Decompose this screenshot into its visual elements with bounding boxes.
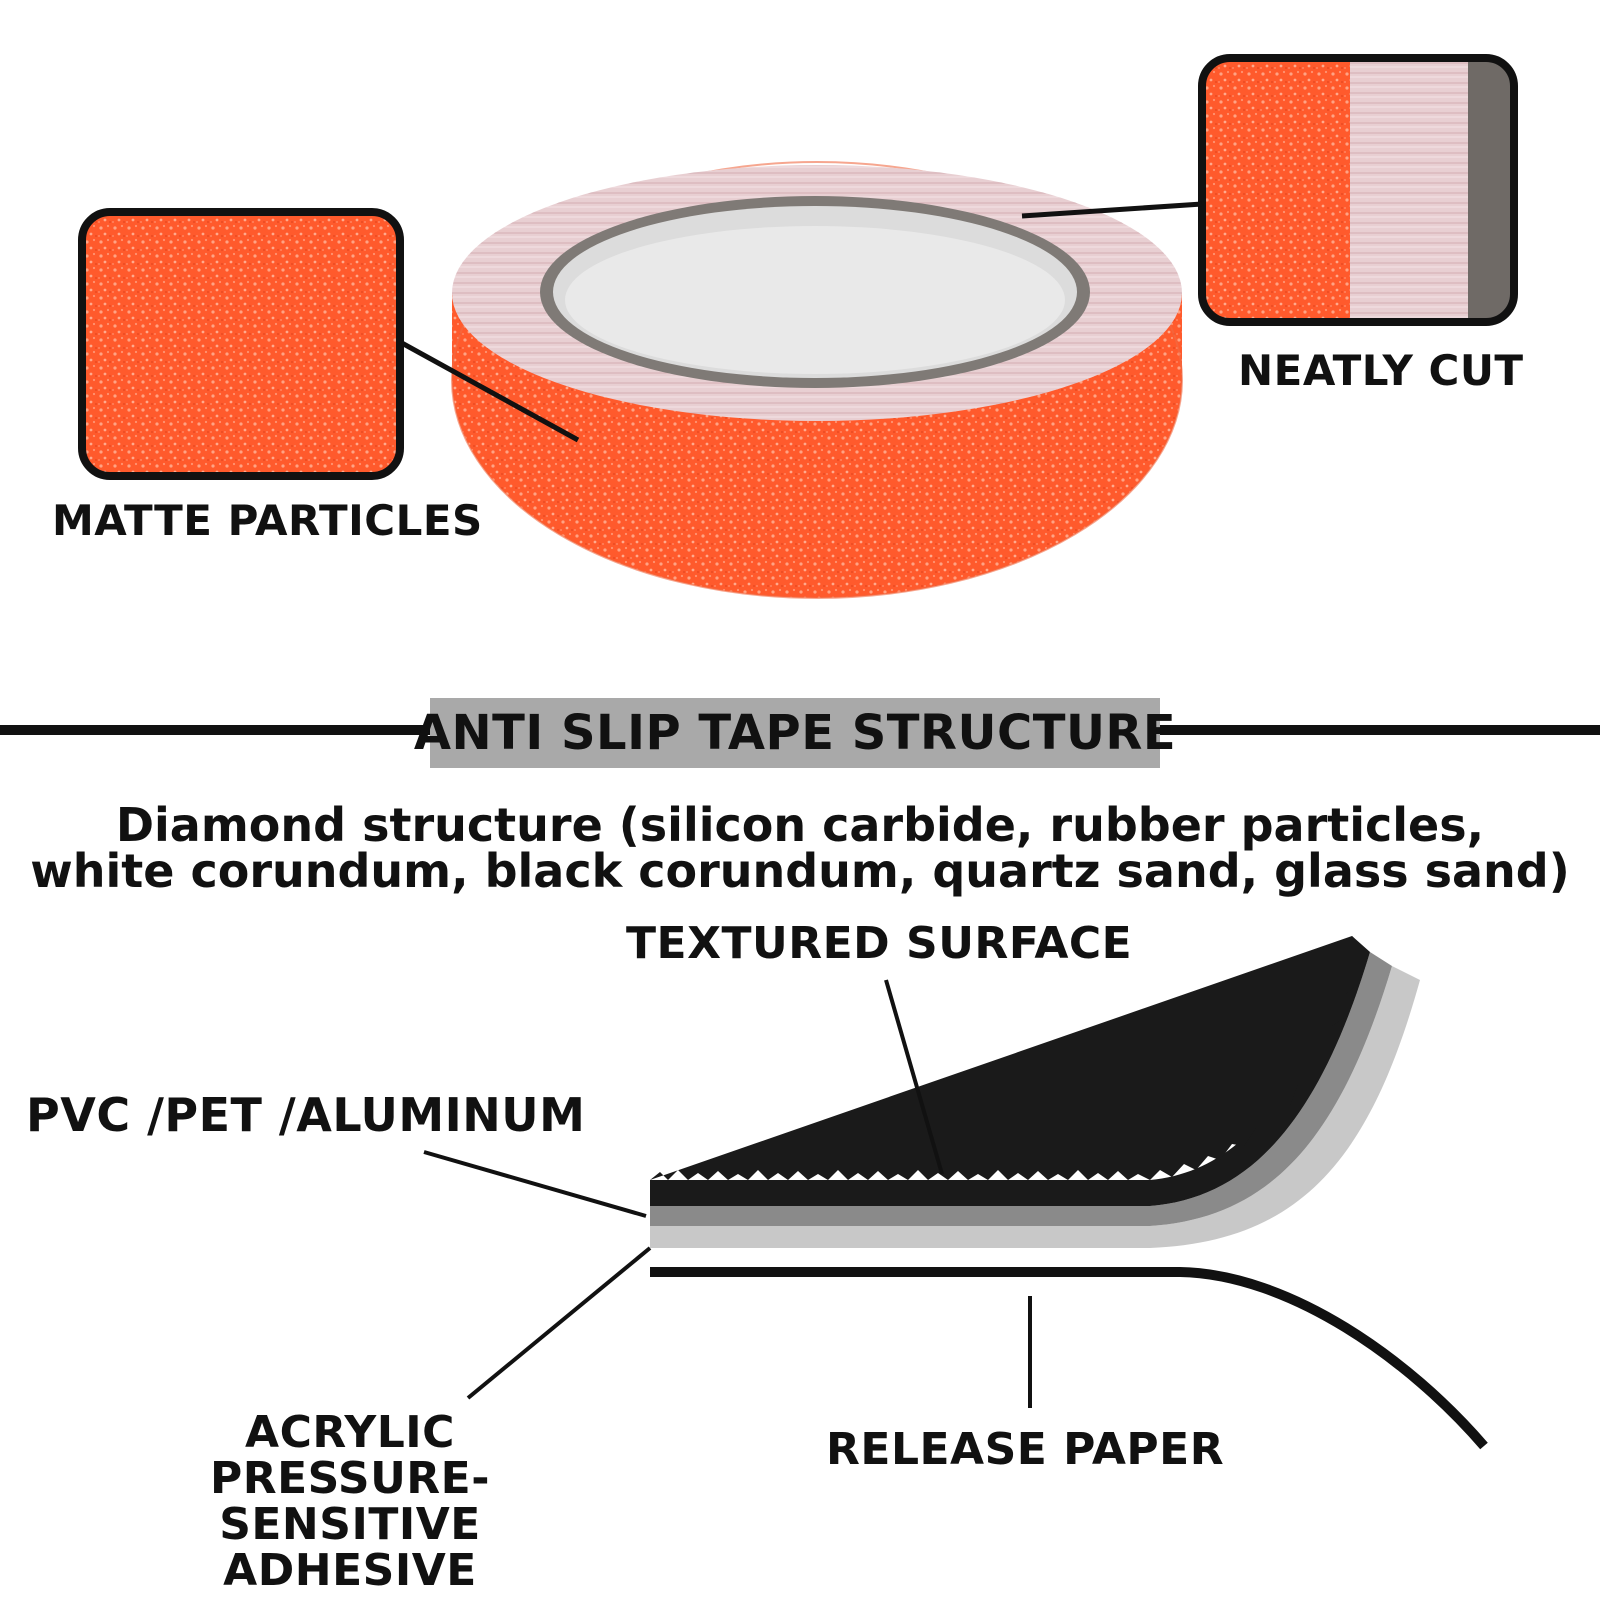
textured-surface-grit bbox=[650, 936, 1366, 1180]
neatly-cut-label: NEATLY CUT bbox=[1238, 346, 1524, 395]
adhesive-label: ACRYLIC PRESSURE-SENSITIVE ADHESIVE bbox=[80, 1410, 620, 1594]
release-paper-layer bbox=[650, 1267, 1488, 1450]
structure-description: Diamond structure (silicon carbide, rubb… bbox=[30, 802, 1570, 894]
textured-surface-label: TEXTURED SURFACE bbox=[626, 918, 1133, 969]
section-title: ANTI SLIP TAPE STRUCTURE bbox=[413, 705, 1177, 761]
adhesive-label-line1: ACRYLIC bbox=[245, 1407, 455, 1458]
textured-surface-leader bbox=[884, 979, 944, 1175]
tape-roll-bottom-edge bbox=[451, 161, 1183, 599]
matte-particles-label: MATTE PARTICLES bbox=[52, 496, 483, 545]
structure-description-line2: white corundum, black corundum, quartz s… bbox=[30, 844, 1570, 898]
tape-roll-image bbox=[451, 161, 1183, 599]
backing-material-label: PVC /PET /ALUMINUM bbox=[26, 1088, 586, 1142]
adhesive-label-line3: ADHESIVE bbox=[223, 1545, 477, 1596]
matte-particles-leader bbox=[398, 339, 580, 443]
adhesive-label-line2: PRESSURE-SENSITIVE bbox=[209, 1453, 490, 1550]
matte-particles-callout bbox=[78, 208, 580, 480]
structure-description-line1: Diamond structure (silicon carbide, rubb… bbox=[115, 798, 1485, 852]
neatly-cut-leader bbox=[1021, 201, 1203, 219]
neatly-cut-callout bbox=[1021, 54, 1518, 326]
release-paper-label: RELEASE PAPER bbox=[826, 1424, 1225, 1475]
adhesive-leader bbox=[466, 1246, 652, 1400]
layer-structure-diagram bbox=[423, 936, 1488, 1450]
backing-leader bbox=[423, 1150, 647, 1218]
section-title-bar: ANTI SLIP TAPE STRUCTURE bbox=[414, 698, 1176, 768]
